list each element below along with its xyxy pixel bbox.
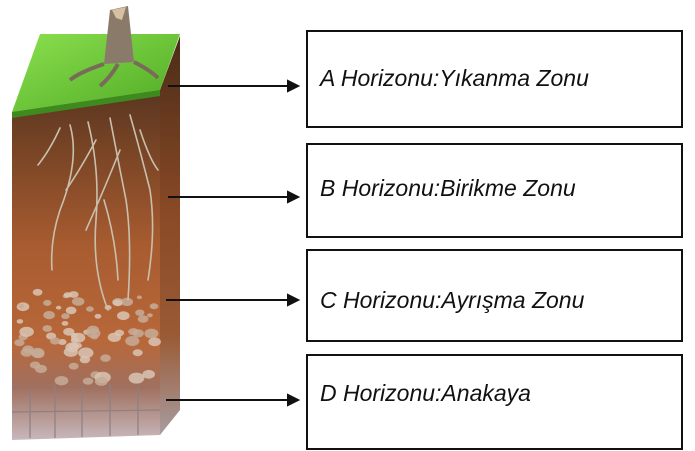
- horizon-c-box: C Horizonu:Ayrışma Zonu: [306, 249, 683, 342]
- rock-fragment: [80, 356, 90, 363]
- horizon-c-label: C Horizonu:Ayrışma Zonu: [320, 287, 584, 314]
- rock-fragment: [69, 363, 79, 370]
- rock-fragment: [129, 373, 145, 384]
- horizon-b-label: B Horizonu:Birikme Zonu: [320, 175, 576, 202]
- horizon-a-box: A Horizonu:Yıkanma Zonu: [306, 30, 683, 128]
- rock-fragment: [147, 313, 153, 317]
- arrow-a: [168, 81, 298, 91]
- rock-fragment: [19, 327, 34, 337]
- rock-fragment: [61, 313, 69, 319]
- horizon-b-box: B Horizonu:Birikme Zonu: [306, 143, 683, 238]
- rock-fragment: [95, 377, 108, 386]
- rock-fragment: [142, 370, 155, 379]
- horizon-d-box: D Horizonu:Anakaya: [306, 354, 683, 450]
- rock-fragment: [31, 348, 45, 358]
- rock-fragment: [100, 354, 111, 361]
- rock-fragment: [113, 299, 123, 306]
- rock-fragment: [71, 333, 85, 343]
- rock-fragment: [137, 296, 142, 300]
- rock-fragment: [133, 349, 143, 356]
- horizon-arrows: [166, 81, 298, 405]
- rock-fragment: [150, 303, 159, 309]
- horizon-a-label: A Horizonu:Yıkanma Zonu: [320, 65, 589, 92]
- rock-fragment: [64, 292, 72, 298]
- arrow-b: [168, 192, 298, 202]
- horizon-d-label: D Horizonu:Anakaya: [320, 380, 531, 407]
- rock-fragment: [43, 325, 53, 332]
- rock-fragment: [43, 300, 51, 306]
- rock-fragment: [17, 319, 24, 324]
- rock-fragment: [144, 329, 158, 339]
- rock-fragment: [138, 315, 149, 323]
- rock-fragment: [72, 297, 84, 306]
- rock-fragment: [148, 337, 161, 346]
- rock-fragment: [56, 306, 61, 310]
- rock-fragment: [64, 347, 78, 357]
- rock-fragment: [62, 321, 69, 326]
- soil-block-side: [160, 36, 180, 435]
- rock-fragment: [117, 311, 130, 320]
- rock-fragment: [18, 304, 24, 308]
- rock-fragment: [95, 314, 102, 319]
- rock-fragment: [108, 333, 121, 342]
- rock-fragment: [14, 339, 24, 346]
- rock-fragment: [43, 311, 55, 319]
- rock-fragment: [125, 336, 139, 346]
- rock-fragment: [74, 343, 82, 349]
- rock-fragment: [33, 289, 43, 296]
- rock-fragment: [50, 337, 60, 344]
- rock-fragment: [66, 307, 77, 315]
- rock-fragment: [83, 378, 93, 385]
- rock-fragment: [55, 376, 69, 385]
- arrow-c: [166, 295, 298, 305]
- rock-fragment: [87, 328, 101, 338]
- arrow-d: [166, 395, 298, 405]
- rock-fragment: [86, 306, 94, 311]
- rock-fragment: [135, 310, 144, 316]
- rock-fragment: [35, 365, 47, 373]
